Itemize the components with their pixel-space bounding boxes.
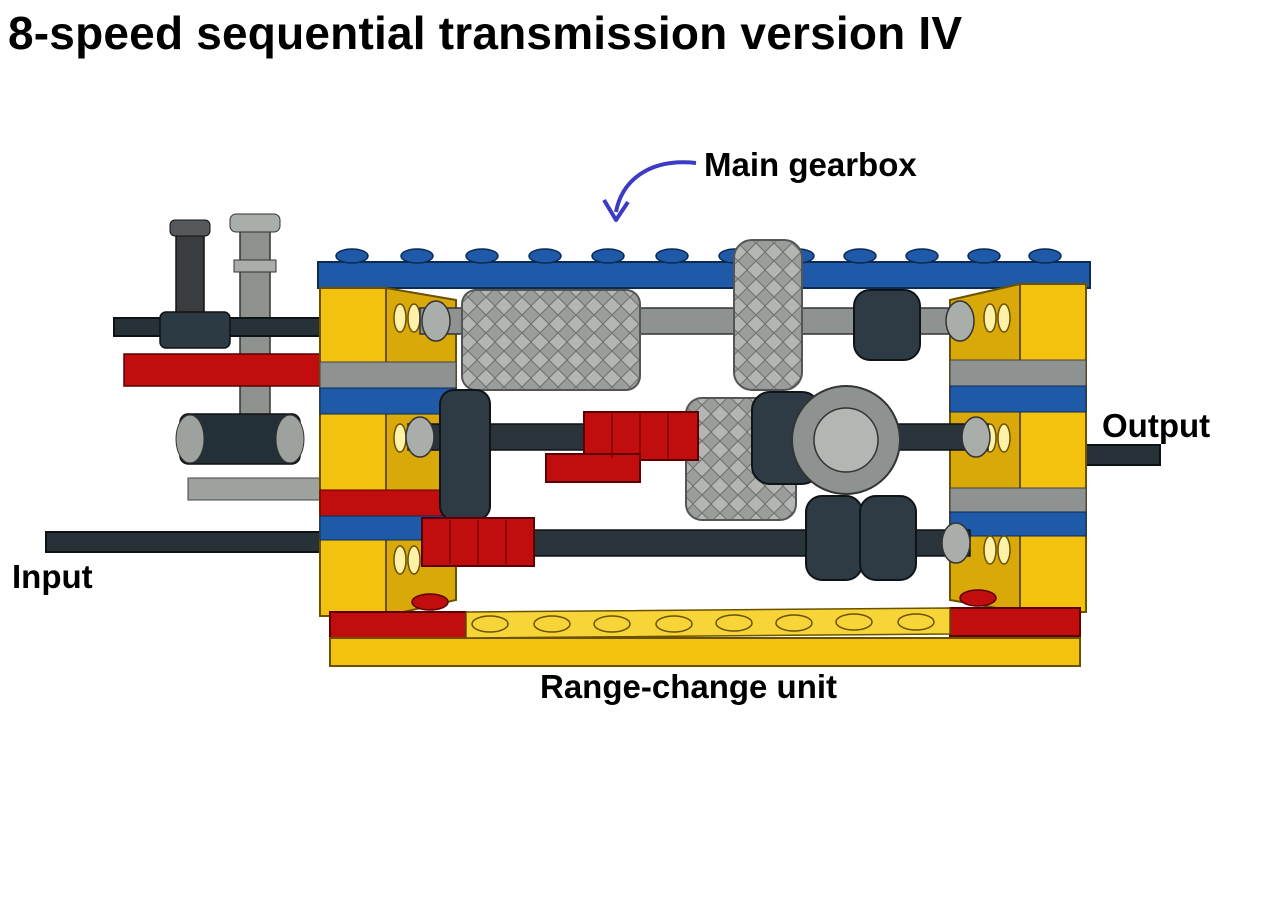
diagram-title: 8-speed sequential transmission version … (8, 7, 963, 59)
main-gearbox-arrow (614, 160, 697, 213)
main-gearbox-arrowhead (602, 198, 630, 222)
output-label: Output (1102, 407, 1211, 444)
left-red-plate (123, 353, 325, 387)
right-upper-gear (733, 239, 803, 391)
main-gearbox-label: Main gearbox (704, 146, 917, 183)
input-axle (45, 531, 337, 553)
top-blue-beam (317, 261, 1091, 289)
output-axle (1081, 444, 1161, 466)
red-couplers (421, 411, 699, 567)
top-studs (335, 248, 1062, 264)
right-frame-side (949, 282, 1087, 614)
input-label: Input (12, 558, 93, 595)
range-change-base (329, 589, 1081, 667)
upper-gear-cluster (461, 289, 641, 391)
range-change-unit-label: Range-change unit (540, 668, 838, 705)
